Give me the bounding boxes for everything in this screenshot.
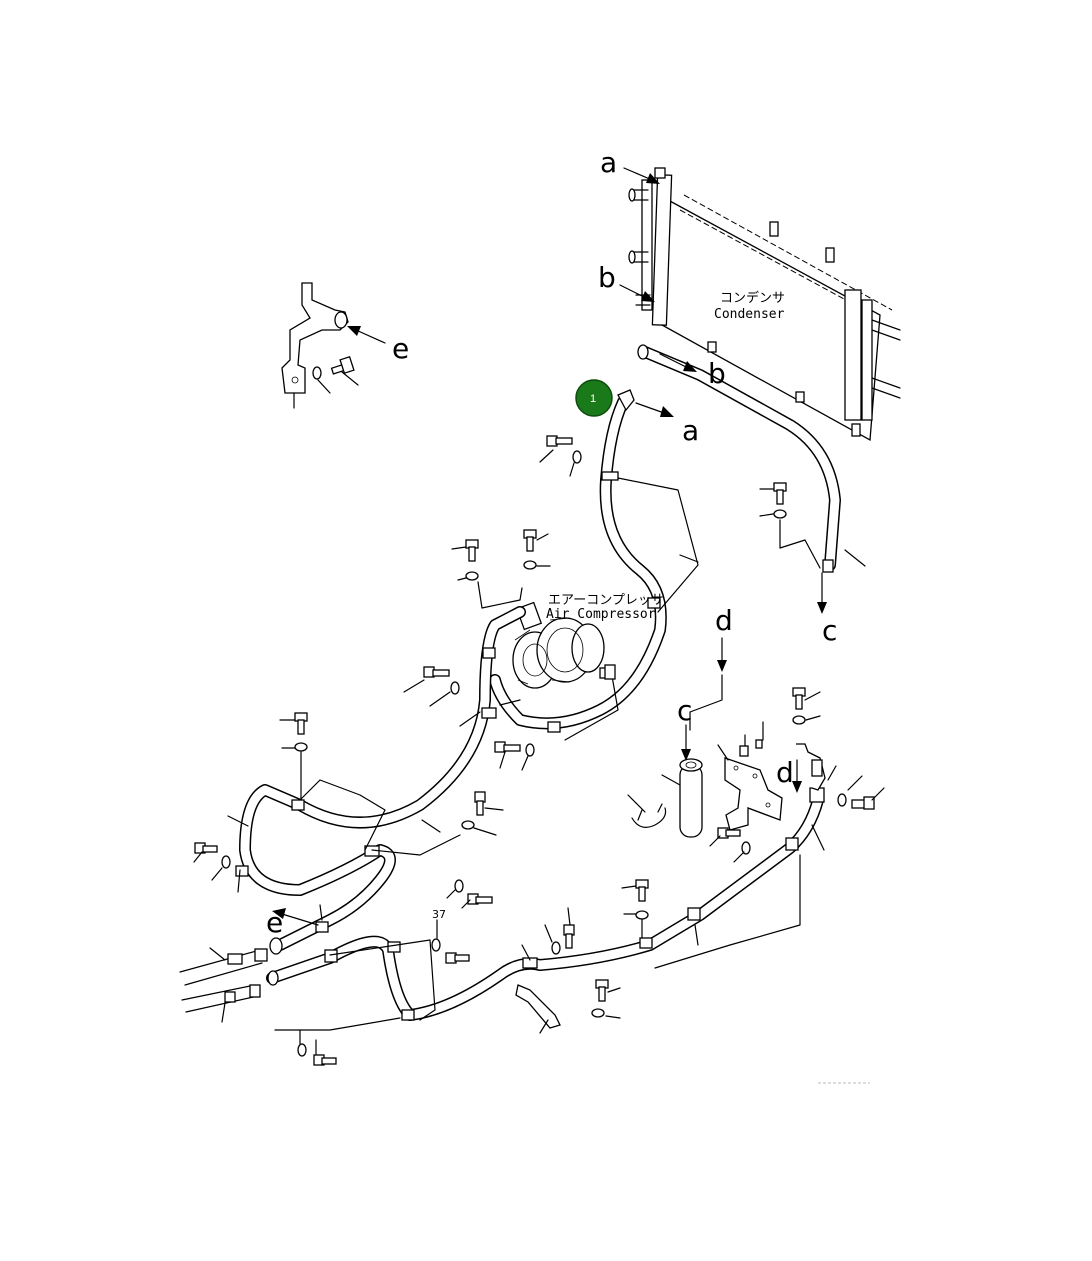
condenser-outlet-pipe <box>637 344 866 573</box>
condenser-label-jp: コンデンサ <box>720 290 785 306</box>
marker-e-lower: e <box>266 906 283 939</box>
arrow-e-lower <box>272 908 319 926</box>
marker-b-lower: b <box>708 357 726 390</box>
marker-d-top: d <box>715 604 733 637</box>
condenser: コンデンサ Condenser <box>628 167 901 442</box>
suction-hose <box>227 606 526 955</box>
marker-c-right: c <box>822 614 837 647</box>
dryer-bracket <box>717 721 783 831</box>
arrow-a-top: a <box>600 146 660 184</box>
air-compressor: エアーコンプレッサ Air Compressor <box>512 593 664 689</box>
left-hose-ends <box>179 947 268 1023</box>
arrow-b-top: b <box>598 261 655 302</box>
arrow-c-right: c <box>817 572 837 647</box>
arrow-d-right: d <box>776 756 802 793</box>
callout-1-circle[interactable] <box>575 379 613 417</box>
receiver-dryer <box>627 758 703 838</box>
callout-1-number: 1 <box>590 393 596 405</box>
marker-c-dryer: c <box>677 694 692 727</box>
bracket-e <box>281 282 359 409</box>
marker-b-top: b <box>598 261 616 294</box>
marker-d-right: d <box>776 756 794 789</box>
compressor-label-jp: エアーコンプレッサ <box>548 593 664 608</box>
arrow-c-dryer: c <box>677 694 692 761</box>
condenser-label-en: Condenser <box>714 307 785 322</box>
hose-1 <box>489 389 699 741</box>
marker-a-top: a <box>600 146 617 179</box>
arrow-e-top: e <box>347 326 409 365</box>
arrow-d-top: d <box>689 604 733 731</box>
marker-a-lower: a <box>682 414 699 447</box>
arrow-b-lower: b <box>659 353 726 390</box>
arrow-a-lower: a <box>635 402 699 447</box>
compressor-label-en: Air Compressor <box>546 607 656 622</box>
fasteners: 37 <box>193 435 885 1066</box>
marker-e-top: e <box>392 332 409 365</box>
arrow-e-lower-label: e <box>266 906 283 939</box>
callout-1[interactable]: 1 <box>575 379 613 417</box>
part-number-37: 37 <box>432 908 446 921</box>
liquid-hose <box>266 787 825 1031</box>
